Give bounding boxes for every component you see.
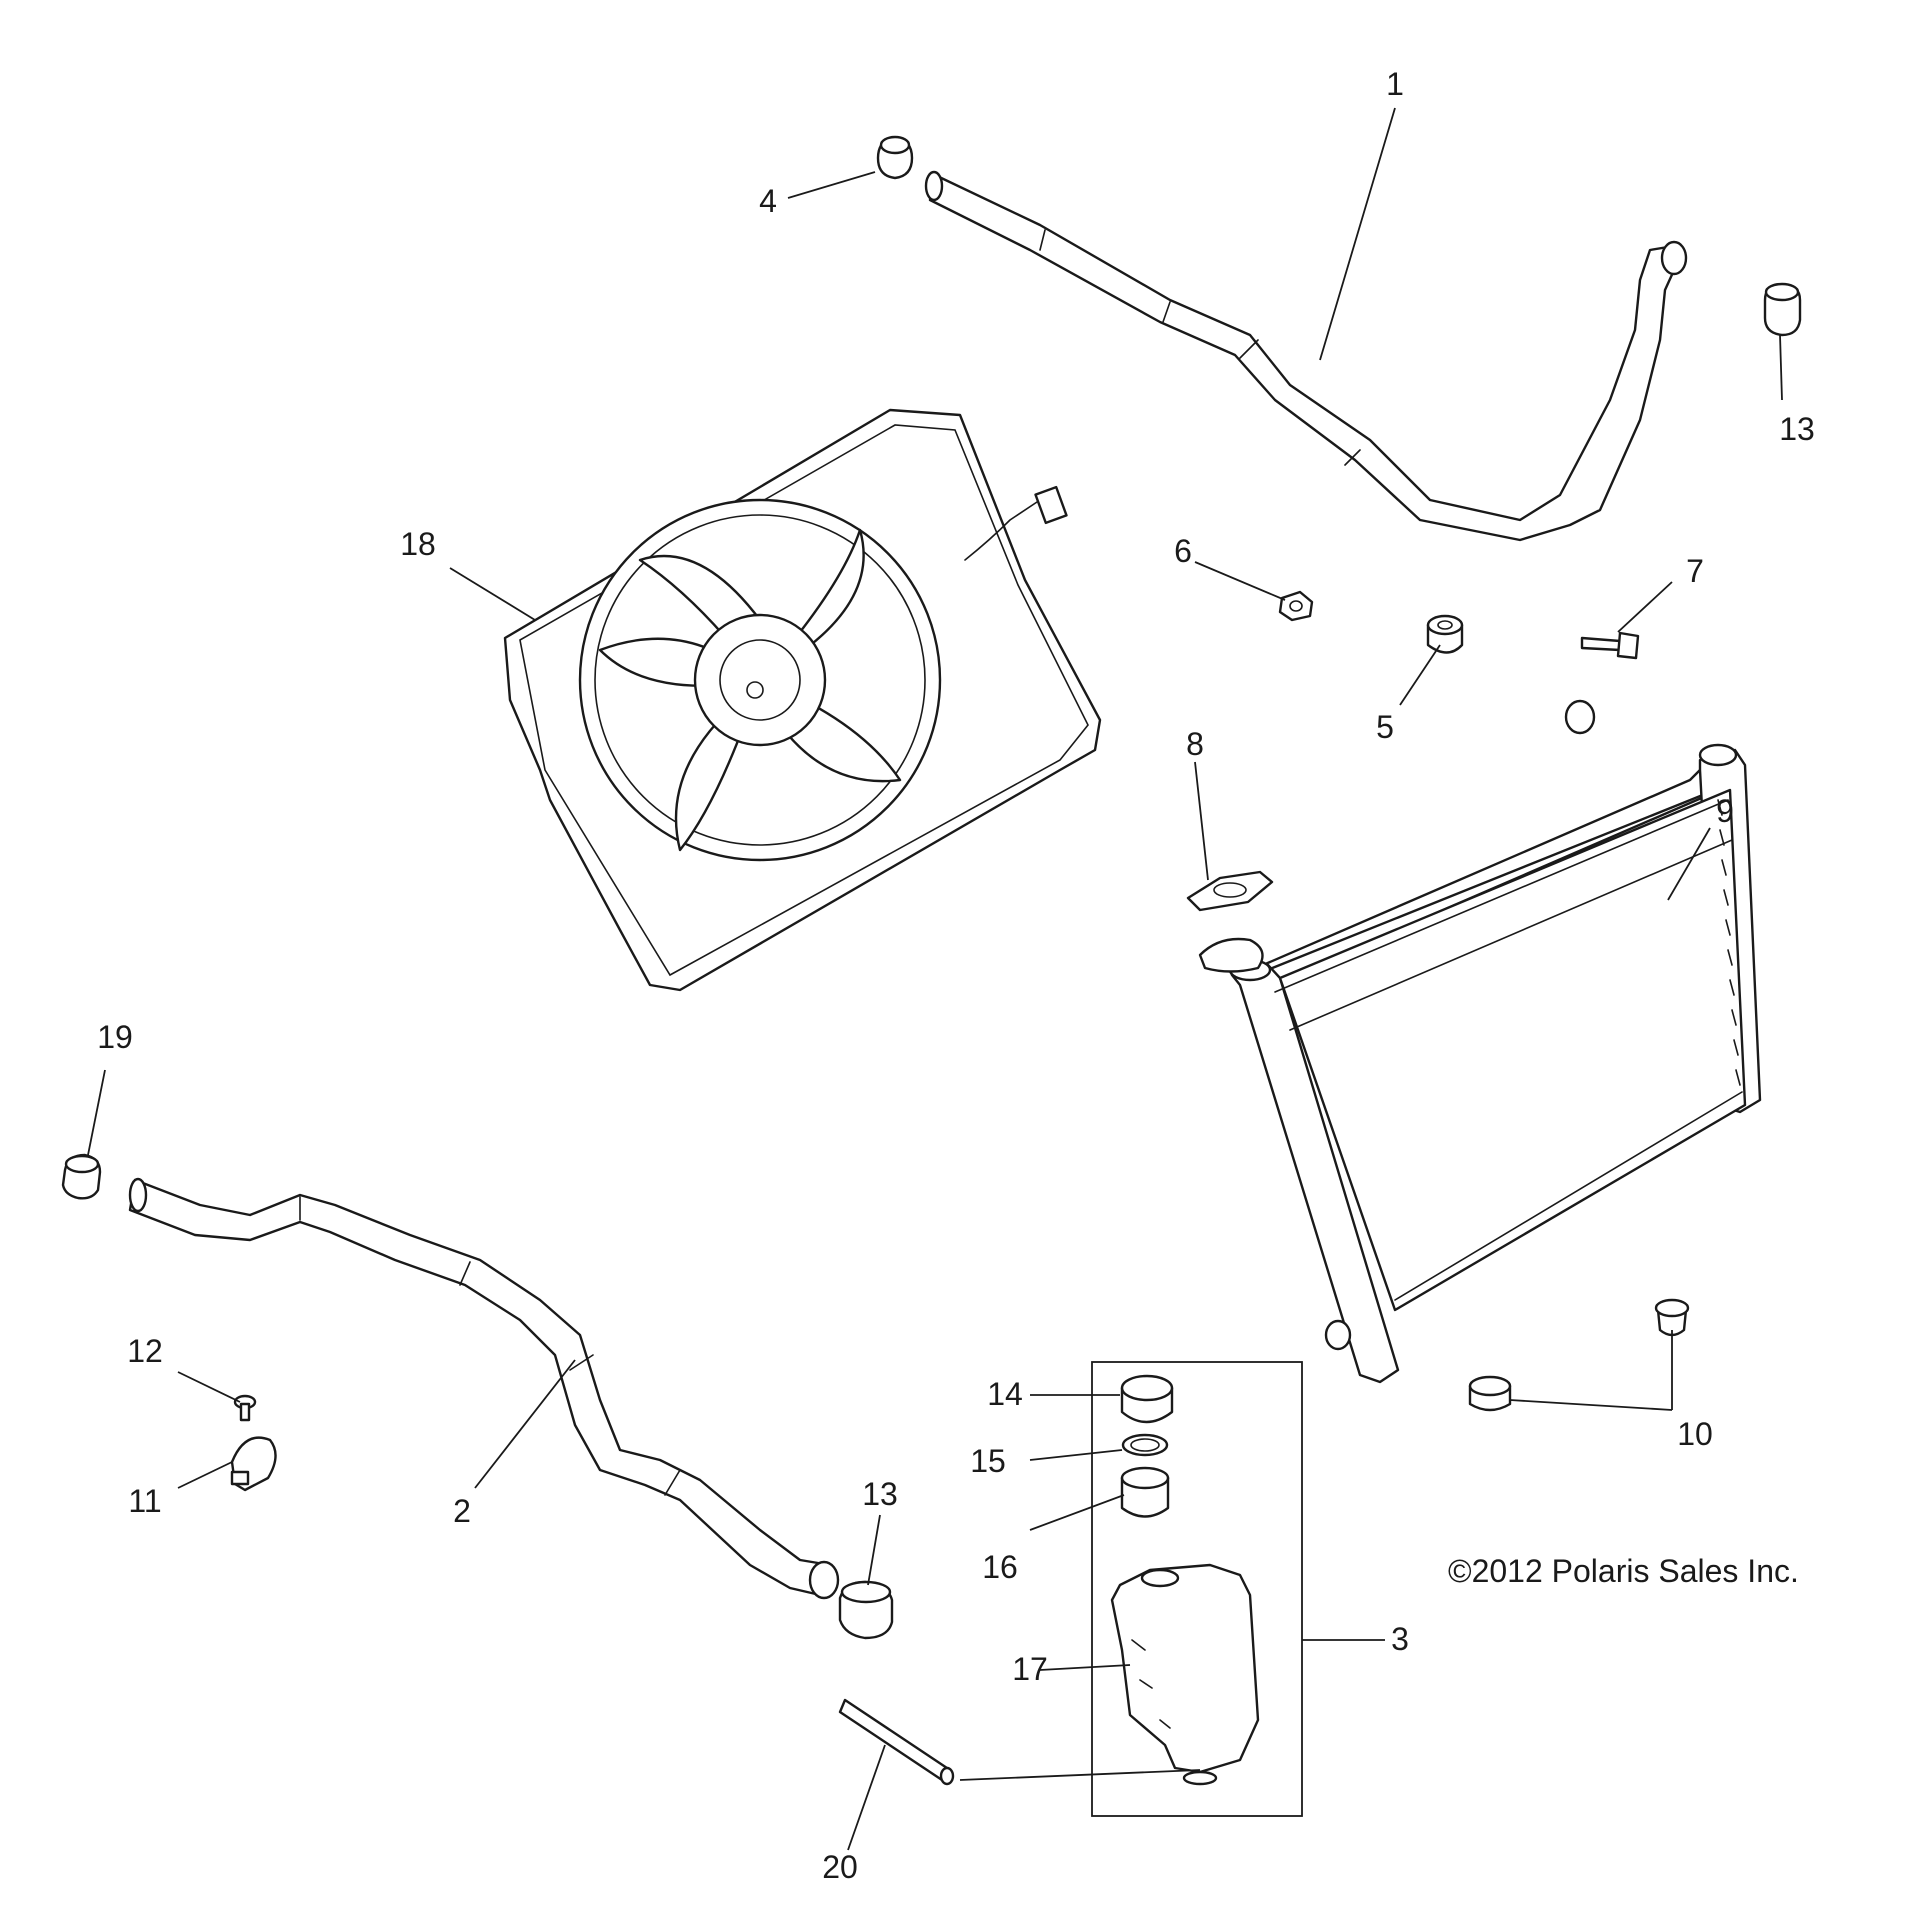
upper-coolant-hose bbox=[924, 170, 1688, 542]
reservoir-cap-14 bbox=[1120, 1374, 1174, 1424]
callout-5: 5 bbox=[1376, 709, 1394, 745]
nut-6 bbox=[1278, 590, 1314, 622]
callout-3: 3 bbox=[1391, 1621, 1409, 1657]
callout-7: 7 bbox=[1686, 553, 1704, 589]
reservoir-bottle-17 bbox=[1110, 1563, 1260, 1786]
copyright-notice: ©2012 Polaris Sales Inc. bbox=[1448, 1553, 1799, 1589]
callout-20: 20 bbox=[822, 1849, 858, 1885]
leader-lines bbox=[87, 107, 1783, 1851]
p-clamp-11 bbox=[230, 1436, 277, 1492]
callout-19: 19 bbox=[97, 1019, 133, 1055]
callout-9: 9 bbox=[1716, 793, 1734, 829]
hose-clamp-19 bbox=[61, 1153, 102, 1200]
fan-shroud-assembly-18 bbox=[503, 408, 1102, 992]
callout-16: 16 bbox=[982, 1549, 1018, 1585]
callout-18: 18 bbox=[400, 526, 436, 562]
callout-15: 15 bbox=[970, 1443, 1006, 1479]
callout-6: 6 bbox=[1174, 533, 1192, 569]
grommet-5 bbox=[1426, 614, 1464, 654]
hose-clamp-13-lower bbox=[838, 1580, 894, 1640]
radiator-cap-8 bbox=[1186, 870, 1274, 912]
callout-13-upper: 13 bbox=[1779, 411, 1815, 447]
callout-12: 12 bbox=[127, 1333, 163, 1369]
overflow-hose-20 bbox=[838, 1698, 955, 1786]
callout-11: 11 bbox=[128, 1483, 161, 1519]
hose-clamp-4 bbox=[876, 135, 914, 180]
radiator-9 bbox=[1198, 699, 1762, 1384]
grommet-10 bbox=[1468, 1298, 1690, 1412]
hose-clamp-13-upper bbox=[1763, 282, 1802, 337]
callout-8: 8 bbox=[1186, 726, 1204, 762]
callout-1: 1 bbox=[1386, 66, 1404, 102]
callout-10: 10 bbox=[1677, 1416, 1713, 1452]
filler-neck-16 bbox=[1120, 1466, 1170, 1518]
callout-13-lower: 13 bbox=[862, 1476, 898, 1512]
screw-12 bbox=[233, 1394, 257, 1422]
lower-coolant-hose bbox=[128, 1177, 840, 1600]
callout-14: 14 bbox=[987, 1376, 1023, 1412]
reservoir-kit-box bbox=[1091, 1361, 1303, 1817]
callout-4: 4 bbox=[759, 183, 777, 219]
callout-labels: 1 2 3 4 5 6 7 8 9 10 11 12 13 13 14 15 1… bbox=[97, 66, 1815, 1885]
bolt-7 bbox=[1580, 631, 1640, 660]
callout-17: 17 bbox=[1012, 1651, 1048, 1687]
callout-2: 2 bbox=[453, 1493, 471, 1529]
seal-15 bbox=[1121, 1433, 1169, 1457]
